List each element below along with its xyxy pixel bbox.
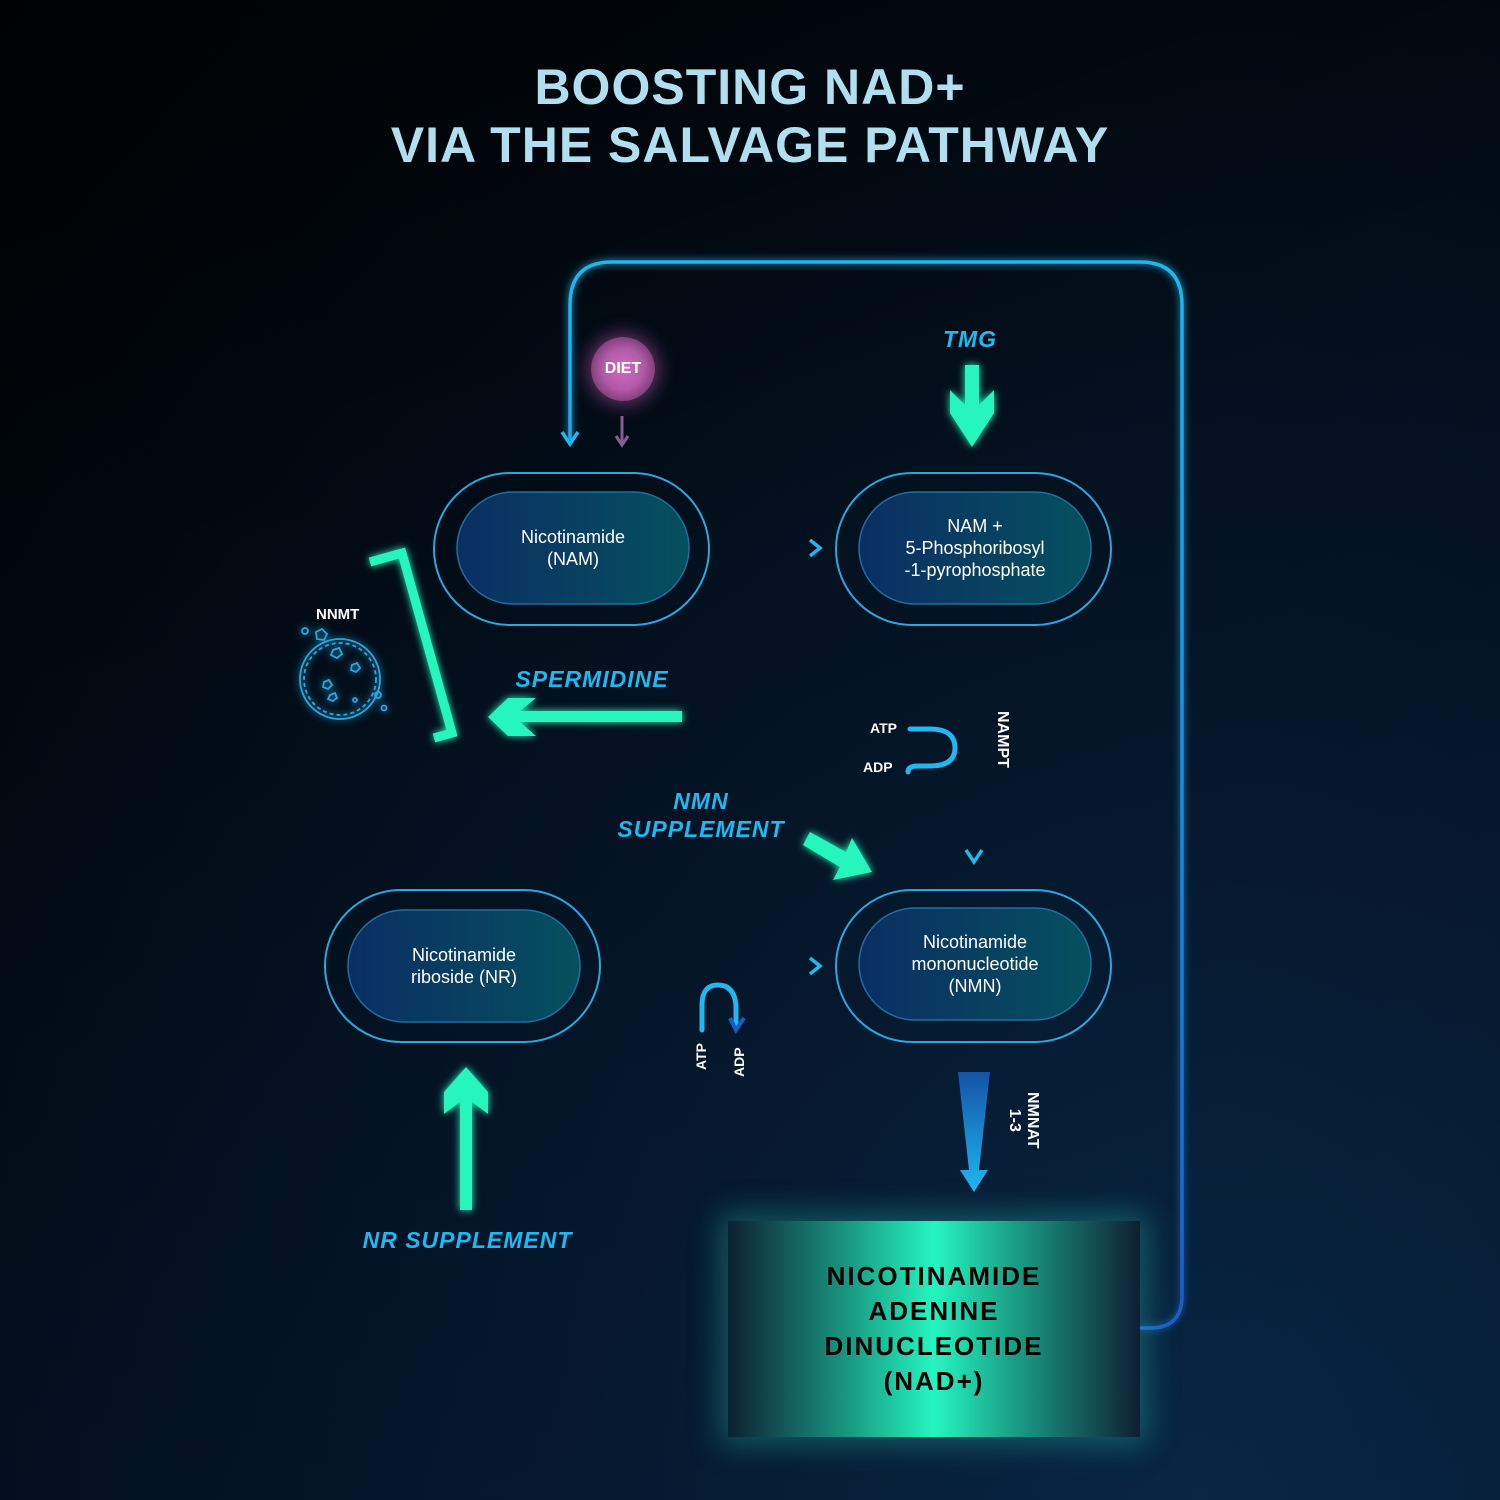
nad-product-label: NICOTINAMIDE ADENINE DINUCLEOTIDE (NAD+) bbox=[824, 1261, 1044, 1396]
nr-to-nmn-arrowhead bbox=[808, 956, 823, 976]
spermidine-arrow bbox=[488, 698, 682, 736]
nam-node-inner bbox=[456, 491, 690, 605]
nad-product-box: NICOTINAMIDE ADENINE DINUCLEOTIDE (NAD+) bbox=[728, 1221, 1140, 1437]
nam-node-outer bbox=[433, 472, 710, 626]
nampt-atp-adp-cycle bbox=[905, 726, 958, 775]
title-line-1: BOOSTING NAD+ bbox=[534, 59, 966, 115]
nr-supplement-arrow bbox=[444, 1067, 488, 1210]
prpp-node-inner bbox=[858, 491, 1092, 605]
nam-to-prpp-arrowhead bbox=[808, 538, 823, 558]
prpp-node-outer bbox=[835, 472, 1112, 626]
prpp-node-label: NAM + 5-Phosphoribosyl -1-pyrophosphate bbox=[904, 516, 1046, 580]
nampt-label: NAMPT bbox=[994, 711, 1011, 768]
title-line-2: VIA THE SALVAGE PATHWAY bbox=[390, 117, 1110, 173]
recycle-loop-line bbox=[568, 260, 1184, 1330]
nmn-node-label: Nicotinamide mononucleotide (NMN) bbox=[911, 932, 1039, 996]
nampt-atp-label: ATP bbox=[870, 720, 897, 736]
nmn-to-nad-arrow bbox=[958, 1072, 990, 1192]
nr-adp-label: ADP bbox=[731, 1047, 747, 1077]
nampt-adp-label: ADP bbox=[863, 759, 893, 775]
spermidine-label: SPERMIDINE bbox=[515, 666, 669, 692]
nr-atp-label: ATP bbox=[693, 1043, 709, 1070]
nr-cycle-arrowhead bbox=[728, 1016, 746, 1034]
tmg-arrow bbox=[950, 365, 994, 447]
inhibition-bracket bbox=[368, 547, 458, 743]
nr-node-inner bbox=[347, 909, 581, 1023]
recycle-loop-arrowhead bbox=[560, 431, 580, 448]
nmn-node-inner bbox=[858, 907, 1092, 1021]
nr-node-outer bbox=[324, 889, 601, 1043]
diet-arrow-head bbox=[614, 435, 630, 448]
nr-node-label: Nicotinamide riboside (NR) bbox=[410, 945, 518, 987]
nr-supplement-label: NR SUPPLEMENT bbox=[362, 1227, 573, 1253]
nnmt-enzyme-icon bbox=[299, 627, 388, 720]
diet-badge: DIET bbox=[591, 337, 655, 401]
prpp-to-nmn-arrowhead bbox=[964, 849, 984, 866]
nmnat-label: NMNAT 1-3 bbox=[1006, 1092, 1041, 1149]
tmg-label: TMG bbox=[942, 326, 998, 352]
nr-atp-adp-cycle bbox=[699, 982, 739, 1033]
nmn-supplement-arrow bbox=[803, 832, 872, 880]
nnmt-label: NNMT bbox=[316, 606, 360, 623]
nmn-node-outer bbox=[835, 889, 1112, 1043]
nam-node-label: Nicotinamide (NAM) bbox=[520, 527, 626, 569]
nmn-supplement-label: NMN SUPPLEMENT bbox=[617, 788, 785, 842]
